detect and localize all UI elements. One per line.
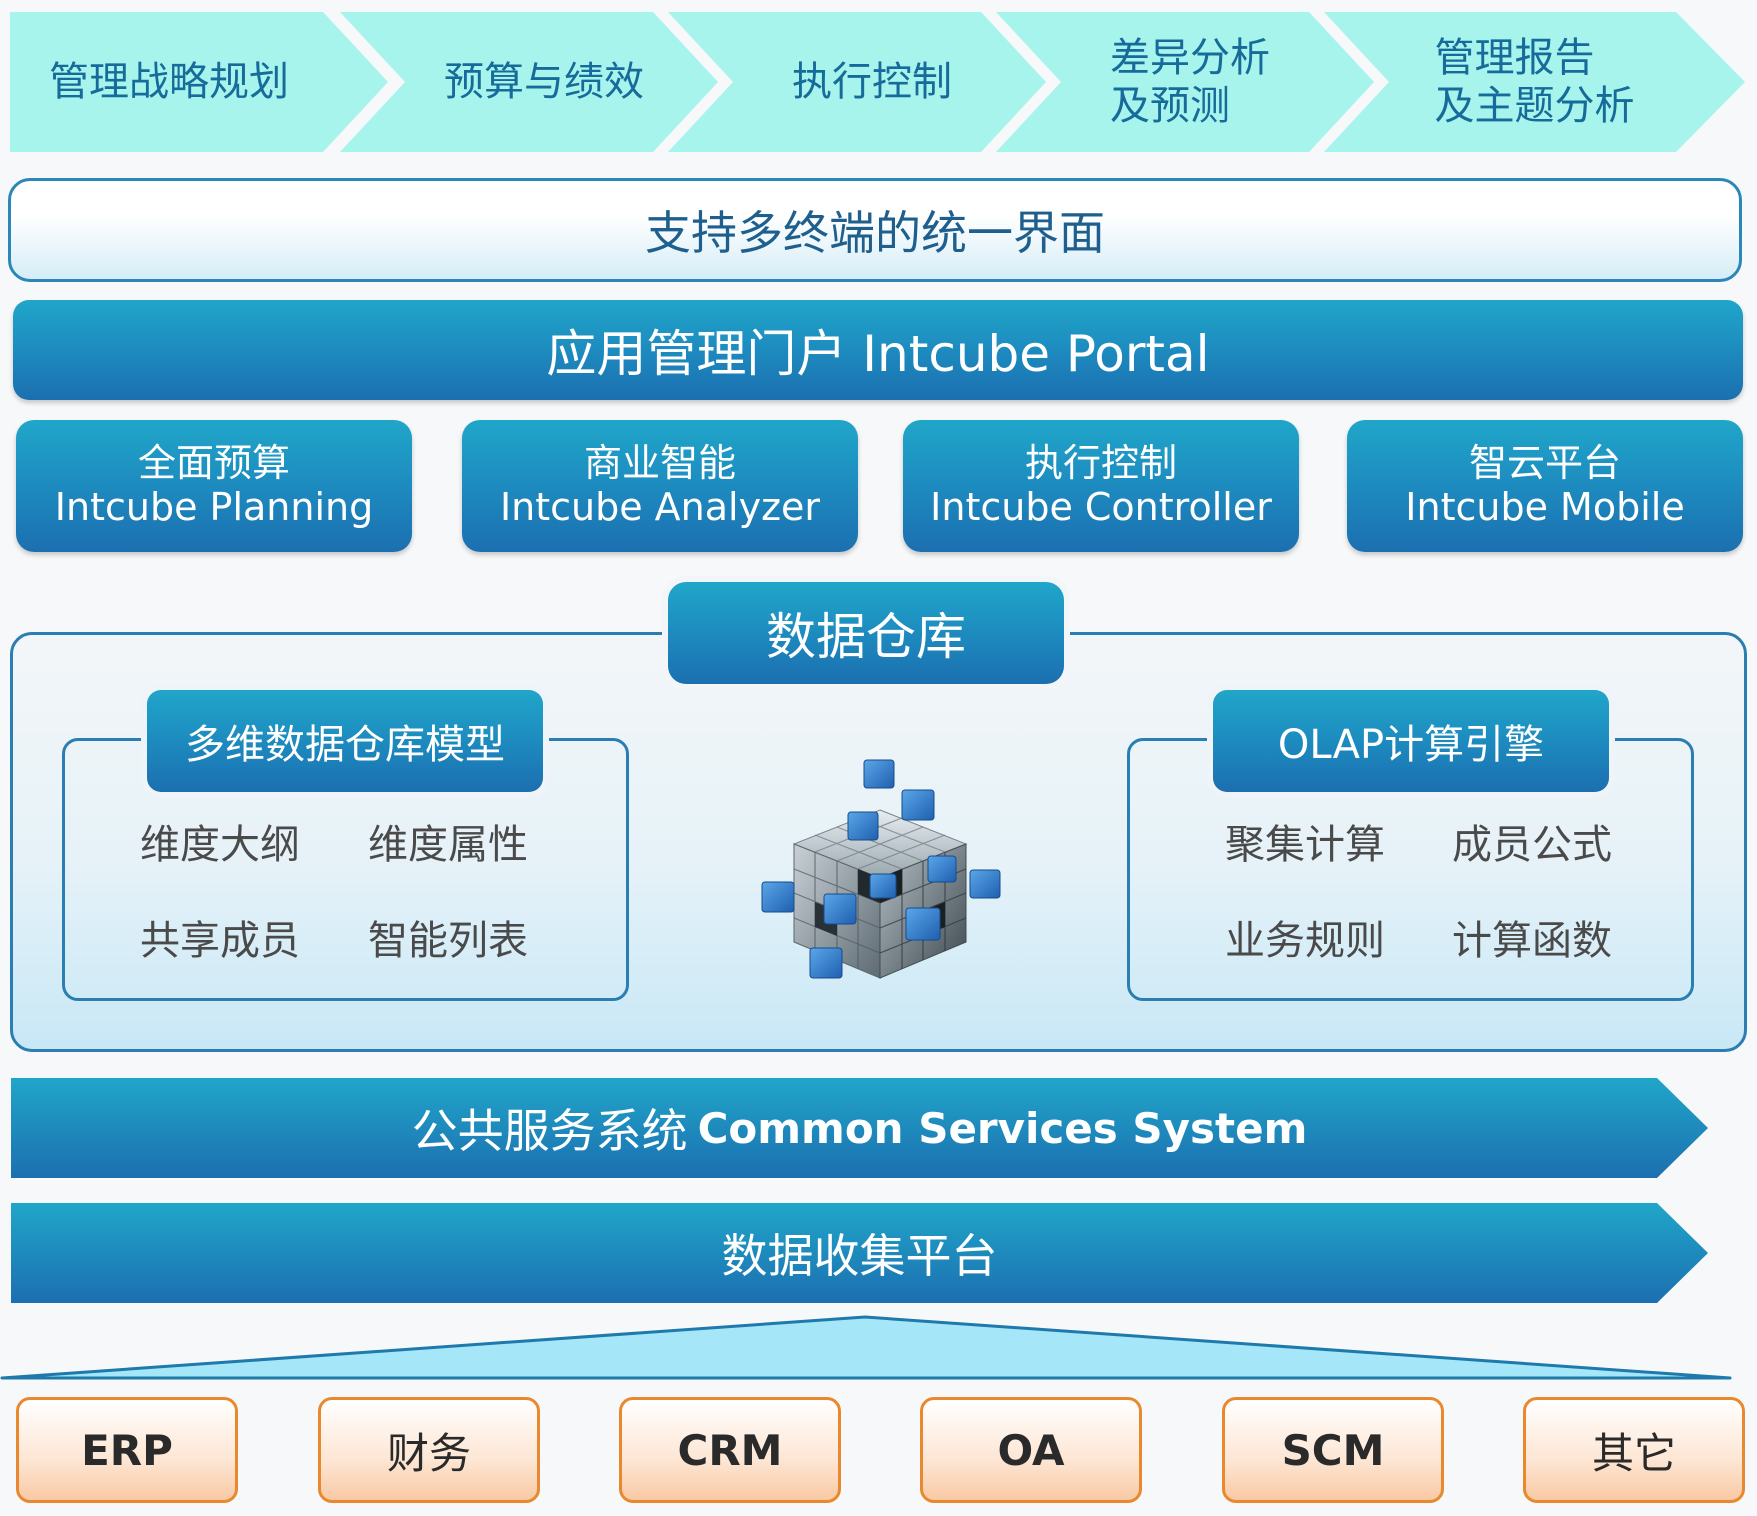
data-warehouse-title: 数据仓库 <box>668 582 1064 684</box>
olap-engine-title: OLAP计算引擎 <box>1213 690 1609 792</box>
dw-model-item: 维度属性 <box>368 822 528 868</box>
module-controller: 执行控制 Intcube Controller <box>903 420 1299 552</box>
module-cn-label: 全面预算 <box>137 441 290 486</box>
unified-interface-label: 支持多终端的统一界面 <box>645 206 1105 260</box>
process-step-label: 差异分析 <box>1110 35 1270 81</box>
data-warehouse-label: 数据仓库 <box>766 608 966 666</box>
portal-label: 应用管理门户 Intcube Portal <box>546 325 1210 383</box>
process-step-execution: 执行控制 <box>668 12 1046 152</box>
olap-item: 计算函数 <box>1452 918 1612 964</box>
olap-item: 业务规则 <box>1225 918 1385 964</box>
common-services-bar <box>11 1078 1708 1178</box>
common-services-en: Common Services System <box>697 1103 1308 1153</box>
process-step-budget: 预算与绩效 <box>340 12 718 152</box>
source-crm: CRM <box>619 1397 841 1503</box>
dw-model-item: 共享成员 <box>140 918 300 964</box>
unified-interface-box: 支持多终端的统一界面 <box>8 178 1742 282</box>
collection-triangle <box>0 1315 1732 1380</box>
process-step-label: 执行控制 <box>792 59 952 105</box>
olap-engine-label: OLAP计算引擎 <box>1277 722 1545 768</box>
source-scm: SCM <box>1222 1397 1444 1503</box>
dw-model-label: 多维数据仓库模型 <box>185 722 505 768</box>
data-collection-bar <box>11 1203 1708 1303</box>
module-cn-label: 商业智能 <box>583 441 736 486</box>
module-cn-label: 智云平台 <box>1468 441 1621 486</box>
process-step-label: 管理战略规划 <box>49 59 289 105</box>
dw-model-item: 维度大纲 <box>140 822 300 868</box>
source-oa: OA <box>920 1397 1142 1503</box>
module-planning: 全面预算 Intcube Planning <box>16 420 412 552</box>
process-step-label: 及主题分析 <box>1434 83 1635 129</box>
olap-item: 成员公式 <box>1452 822 1612 868</box>
process-step-label: 预算与绩效 <box>444 59 644 105</box>
module-en-label: Intcube Controller <box>930 485 1272 529</box>
module-en-label: Intcube Mobile <box>1405 485 1685 529</box>
source-finance: 财务 <box>318 1397 540 1503</box>
module-mobile: 智云平台 Intcube Mobile <box>1347 420 1743 552</box>
source-label: 其它 <box>1591 1428 1676 1478</box>
data-collection-label: 数据收集平台 <box>721 1229 998 1283</box>
module-cn-label: 执行控制 <box>1024 441 1177 486</box>
common-services-cn: 公共服务系统 <box>411 1104 688 1158</box>
process-step-strategy: 管理战略规划 <box>10 12 388 152</box>
process-step-label: 及预测 <box>1110 83 1230 129</box>
module-analyzer: 商业智能 Intcube Analyzer <box>462 420 858 552</box>
source-label: OA <box>997 1425 1065 1475</box>
source-label: 财务 <box>386 1428 471 1478</box>
dw-model-item: 智能列表 <box>368 918 528 964</box>
source-label: ERP <box>81 1425 173 1475</box>
module-en-label: Intcube Analyzer <box>499 485 821 529</box>
module-en-label: Intcube Planning <box>54 485 374 529</box>
process-step-label: 管理报告 <box>1434 35 1595 81</box>
source-label: SCM <box>1281 1425 1385 1475</box>
process-step-variance: 差异分析 及预测 <box>996 12 1374 152</box>
dw-model-title: 多维数据仓库模型 <box>147 690 543 792</box>
olap-item: 聚集计算 <box>1225 822 1385 868</box>
portal-bar: 应用管理门户 Intcube Portal <box>13 300 1743 400</box>
process-step-reporting: 管理报告 及主题分析 <box>1324 12 1745 152</box>
source-erp: ERP <box>16 1397 238 1503</box>
data-cube-icon <box>761 759 1001 979</box>
source-label: CRM <box>677 1425 783 1475</box>
common-services-label-row: 公共服务系统 Common Services System <box>11 1078 1708 1178</box>
source-other: 其它 <box>1523 1397 1745 1503</box>
data-collection-label-row: 数据收集平台 <box>11 1203 1708 1303</box>
